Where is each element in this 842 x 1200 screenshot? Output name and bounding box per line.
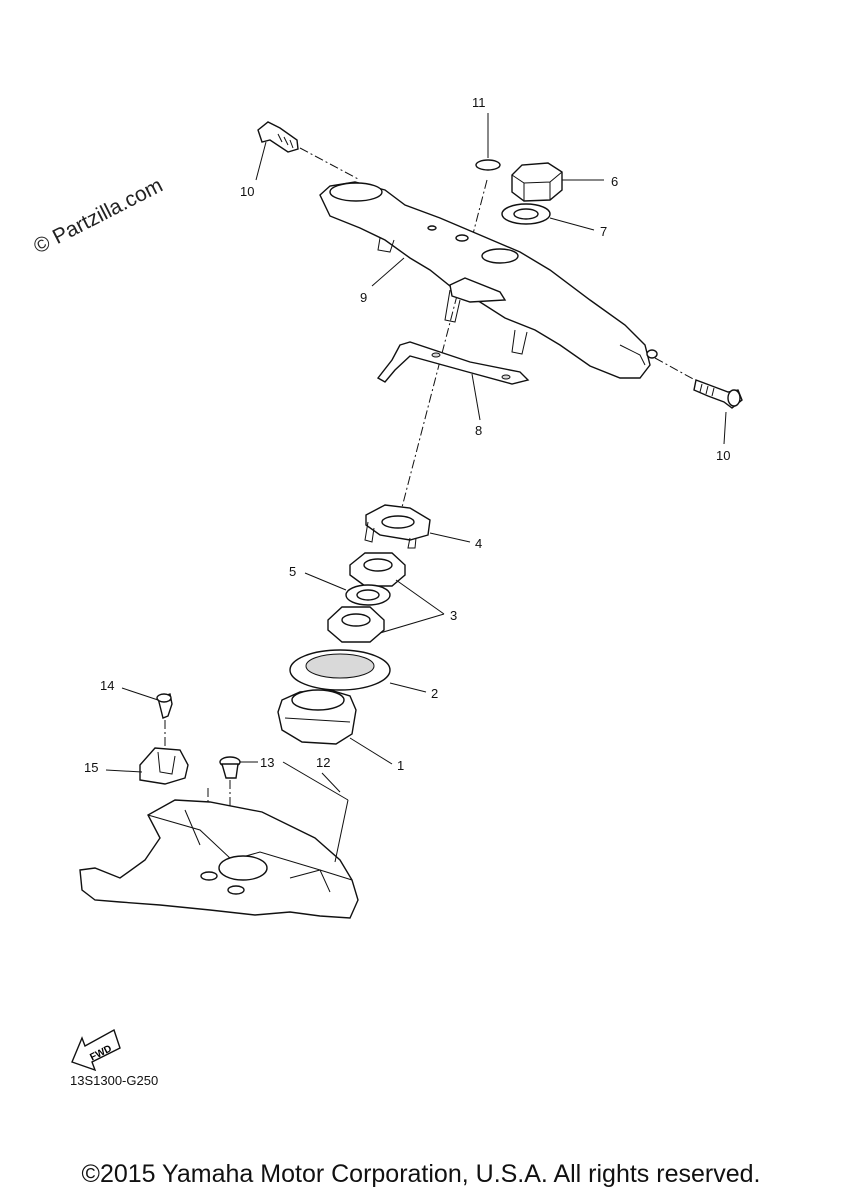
- bolt-right: [693, 379, 743, 409]
- callout-14: 14: [100, 678, 114, 693]
- leader-lines: [105, 113, 727, 863]
- washer-part-7: [501, 203, 551, 225]
- callout-9: 9: [360, 290, 367, 305]
- ring-nut-upper: [349, 552, 406, 587]
- cover-part-12: [79, 799, 359, 919]
- lock-washer-part-4: [364, 504, 431, 549]
- callout-13: 13: [260, 755, 274, 770]
- bolt-axis-right: [654, 357, 696, 381]
- washer-part-5: [345, 584, 391, 606]
- callout-6: 6: [611, 174, 618, 189]
- clip-part-15: [139, 747, 189, 785]
- bearing-race-part-2: [289, 649, 391, 691]
- screw-part-14: [156, 693, 173, 719]
- bolt-upper-left: [257, 121, 299, 153]
- callout-10-right: 10: [716, 448, 730, 463]
- bolt-axis-left: [299, 147, 361, 181]
- ring-nut-lower: [327, 606, 385, 643]
- callout-7: 7: [600, 224, 607, 239]
- callout-8: 8: [475, 423, 482, 438]
- callout-15: 15: [84, 760, 98, 775]
- bearing-part-1: [277, 689, 357, 745]
- nut-part-6: [511, 162, 563, 202]
- upper-bracket: [319, 181, 658, 379]
- fwd-arrow-icon: FWD: [71, 1028, 121, 1072]
- callout-3: 3: [450, 608, 457, 623]
- stay-part-8: [376, 341, 530, 385]
- callout-2: 2: [431, 686, 438, 701]
- callout-5: 5: [289, 564, 296, 579]
- callout-4: 4: [475, 536, 482, 551]
- bolt-part-13: [219, 756, 241, 779]
- callout-10-left: 10: [240, 184, 254, 199]
- diagram-code: 13S1300-G250: [70, 1073, 159, 1088]
- callout-11: 11: [472, 95, 486, 110]
- callout-12: 12: [316, 755, 330, 770]
- cap-part-11: [475, 159, 501, 171]
- copyright-notice: ©2015 Yamaha Motor Corporation, U.S.A. A…: [81, 1160, 761, 1188]
- callout-1: 1: [397, 758, 404, 773]
